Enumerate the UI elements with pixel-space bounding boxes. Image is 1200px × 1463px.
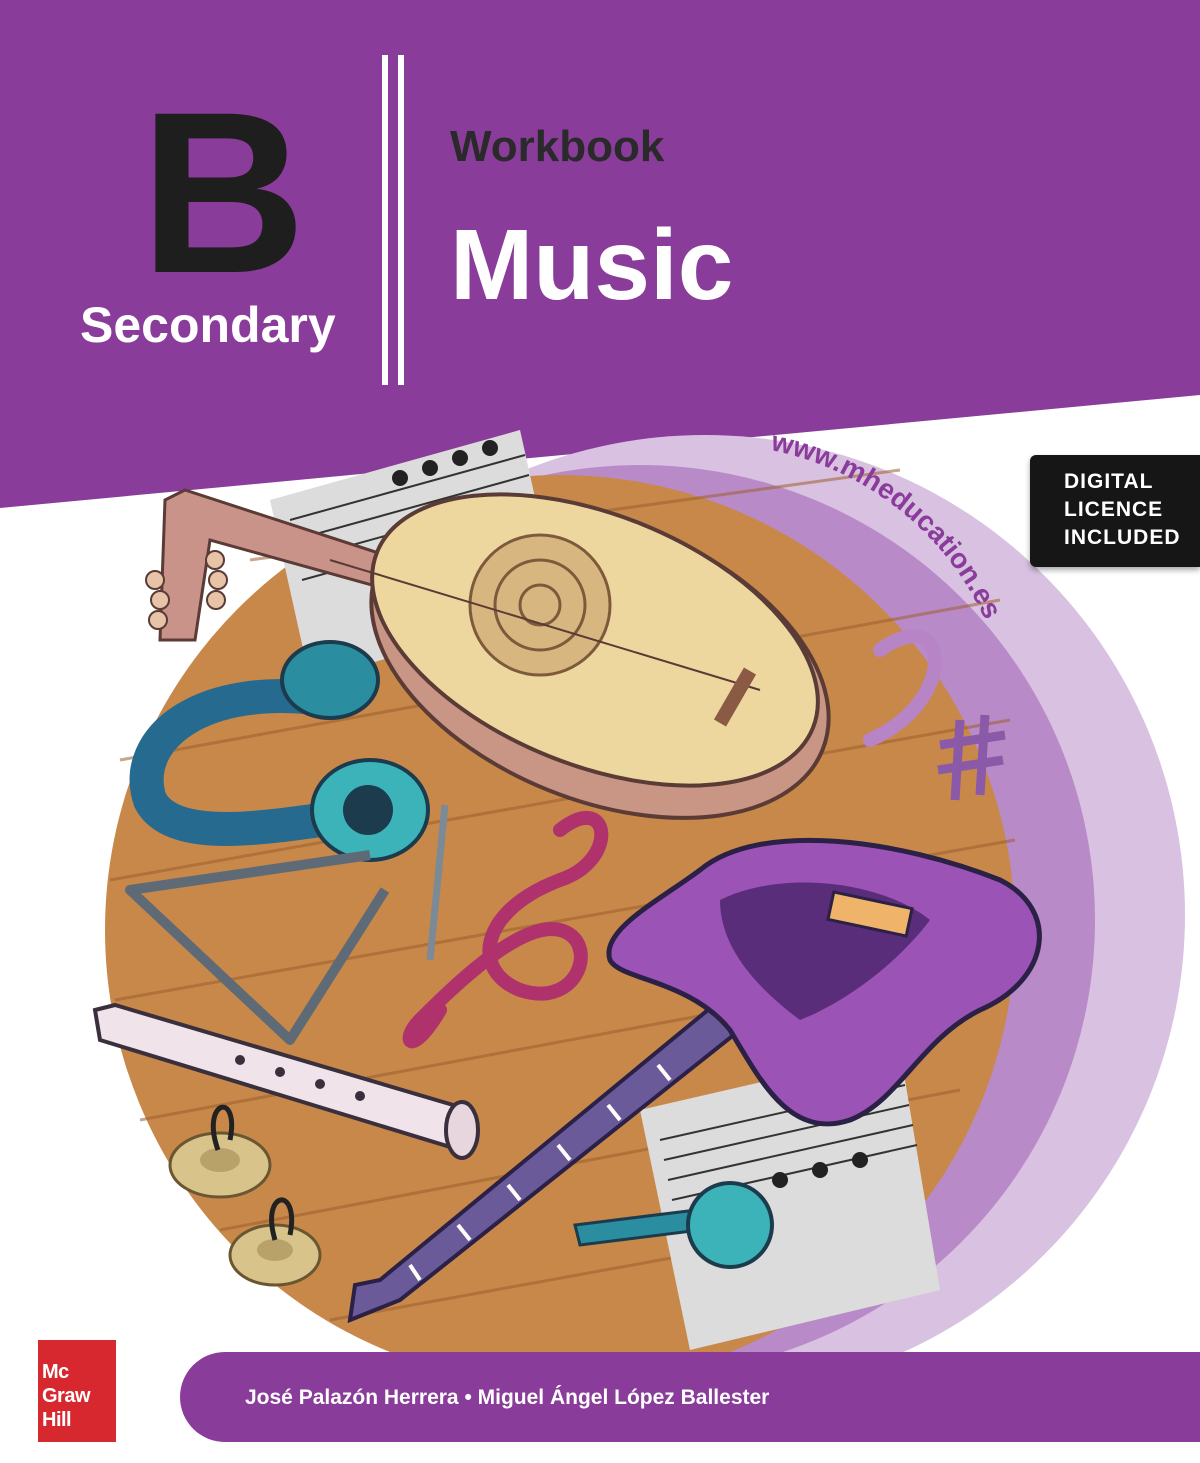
sheet-music-icon — [640, 1050, 940, 1350]
lute-icon — [145, 488, 831, 820]
triangle-icon — [125, 850, 390, 1045]
authors-text: José Palazón Herrera • Miguel Ángel Lópe… — [245, 1386, 770, 1409]
title-divider — [398, 55, 404, 385]
level-letter: B — [140, 64, 306, 321]
headphones-icon — [129, 640, 430, 862]
sharp-icon — [937, 714, 1006, 801]
book-type: Workbook — [450, 122, 665, 171]
publisher-logo: Mc Graw Hill — [38, 1340, 116, 1442]
title-divider — [382, 55, 388, 385]
electric-guitar-icon — [347, 837, 1042, 1324]
badge-line: DIGITAL — [1064, 470, 1154, 493]
subject-title: Music — [450, 209, 734, 321]
authors-bar — [180, 1352, 1200, 1442]
header-banner — [0, 0, 1200, 508]
badge-line: INCLUDED — [1064, 526, 1181, 549]
recorder-icon — [92, 1002, 480, 1160]
treble-clef-icon — [402, 810, 609, 1049]
microphone-icon — [573, 1181, 774, 1269]
badge-line: LICENCE — [1064, 498, 1164, 521]
bass-clef-icon — [863, 629, 942, 747]
triangle-beater — [426, 804, 449, 961]
finger-cymbals-icon — [168, 1104, 322, 1287]
digital-licence-badge: DIGITAL LICENCE INCLUDED — [1030, 455, 1200, 567]
level-name: Secondary — [80, 297, 336, 353]
